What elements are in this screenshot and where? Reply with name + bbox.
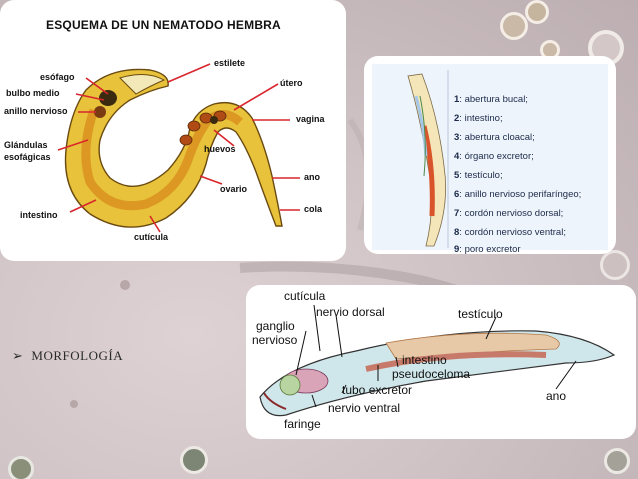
background-cell xyxy=(8,456,34,479)
female-nematode-diagram: ESQUEMA DE UN NEMATODO HEMBRA xyxy=(0,0,346,261)
nematode-section-illustration xyxy=(259,304,616,417)
female-nematode-illustration xyxy=(57,63,300,233)
label-anillo-nervioso: anillo nervioso xyxy=(4,106,68,116)
section-title: MORFOLOGÍA xyxy=(31,348,124,363)
section-bullet: ➢ MORFOLOGÍA xyxy=(12,348,123,364)
legend-item: 7: cordón nervioso dorsal; xyxy=(454,208,564,219)
numbered-anatomy-diagram: 1: abertura bucal; 2: intestino; 3: aber… xyxy=(364,56,616,254)
legend-item: 3: abertura cloacal; xyxy=(454,132,535,143)
legend-item: 9: poro excretor xyxy=(454,244,521,254)
label-pseudoceloma: pseudoceloma xyxy=(392,367,471,381)
longitudinal-section-diagram: cutícula nervio dorsal ganglio nervioso … xyxy=(246,285,636,439)
label-nervioso: nervioso xyxy=(252,333,298,347)
bullet-arrow-icon: ➢ xyxy=(12,348,24,363)
legend-item: 6: anillo nervioso perifaríngeo; xyxy=(454,189,582,200)
label-ano: ano xyxy=(546,389,567,403)
legend-item: 5: testículo; xyxy=(454,170,503,181)
legend-item: 4: órgano excretor; xyxy=(454,151,534,162)
background-cell xyxy=(525,0,549,24)
label-testiculo: testículo xyxy=(458,307,503,321)
label-esofagicas: esofágicas xyxy=(4,152,51,162)
label-nervio-ventral: nervio ventral xyxy=(328,401,401,415)
label-cola: cola xyxy=(304,204,323,214)
legend-item: 2: intestino; xyxy=(454,113,503,124)
background-cell xyxy=(120,280,130,290)
label-estilete: estilete xyxy=(214,58,246,68)
label-intestino: intestino xyxy=(402,353,447,367)
label-utero: útero xyxy=(280,78,303,88)
label-intestino: intestino xyxy=(20,210,58,220)
legend-item: 8: cordón nervioso ventral; xyxy=(454,227,566,238)
label-cuticula: cutícula xyxy=(284,289,326,303)
background-cell xyxy=(70,400,78,408)
diagram-title: ESQUEMA DE UN NEMATODO HEMBRA xyxy=(46,18,281,32)
label-nervio-dorsal: nervio dorsal xyxy=(316,305,385,319)
label-cuticula: cutícula xyxy=(134,232,169,242)
label-tubo-excretor: tubo excretor xyxy=(342,383,413,397)
background-cell xyxy=(180,446,208,474)
label-glandulas: Glándulas xyxy=(4,140,48,150)
background-cell xyxy=(500,12,528,40)
label-ganglio: ganglio xyxy=(256,319,295,333)
label-bulbo-medio: bulbo medio xyxy=(6,88,60,98)
label-ano: ano xyxy=(304,172,321,182)
background-cell xyxy=(604,448,630,474)
legend-item: 1: abertura bucal; xyxy=(454,94,528,105)
background-cell xyxy=(600,250,630,280)
male-nematode-sketch xyxy=(372,64,608,250)
label-vagina: vagina xyxy=(296,114,325,124)
label-ovario: ovario xyxy=(220,184,248,194)
label-huevos: huevos xyxy=(204,144,236,154)
label-faringe: faringe xyxy=(284,417,321,431)
label-esofago: esófago xyxy=(40,72,75,82)
